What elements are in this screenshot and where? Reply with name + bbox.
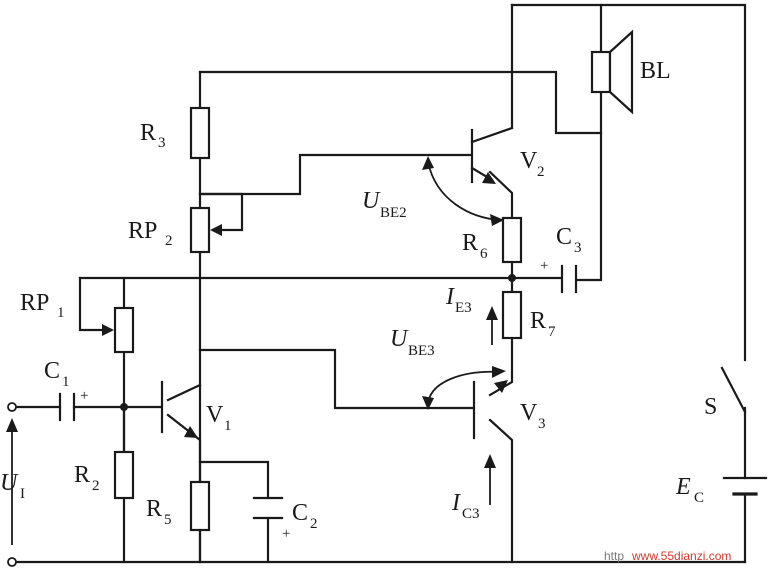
ie3-arrow <box>486 306 498 345</box>
wire-rp1-wiper <box>78 276 108 332</box>
label-r3: R <box>140 120 156 146</box>
label-v2: V <box>520 148 538 174</box>
label-r6-sub: 6 <box>480 246 488 262</box>
label-v2-sub: 2 <box>537 164 545 180</box>
label-ie3-sub: E3 <box>455 300 472 316</box>
label-v3-sub: 3 <box>538 416 546 432</box>
label-ube2: U <box>362 188 381 214</box>
ui-arrow <box>6 418 18 545</box>
label-c2-sub: 2 <box>310 516 318 532</box>
label-v3: V <box>520 400 538 426</box>
wire-v2-emitter <box>488 170 514 220</box>
transistor-v3 <box>472 380 508 440</box>
wires <box>12 3 747 564</box>
capacitor-c3 <box>560 264 578 294</box>
label-v1-sub: 1 <box>224 418 232 434</box>
label-c1-sub: 1 <box>62 374 70 390</box>
wire-c2-top <box>198 460 270 500</box>
label-c3-plus: + <box>540 258 548 274</box>
wire-speaker-bottom <box>576 90 603 282</box>
v1-emitter-arrow <box>184 426 198 438</box>
label-r3-sub: 3 <box>158 135 166 151</box>
switch-s <box>720 366 747 414</box>
label-r2: R <box>74 462 90 488</box>
label-rp2-sub: 2 <box>165 233 173 249</box>
potentiometer-rp2 <box>189 206 222 254</box>
speaker-cone <box>608 29 634 115</box>
label-rp1: RP <box>20 290 49 316</box>
wire-supply-top <box>510 3 747 362</box>
watermark-prefix: http <box>604 549 624 563</box>
wire-v3-emitter <box>488 336 514 397</box>
label-bl: BL <box>640 58 671 84</box>
label-ube3: U <box>390 326 409 352</box>
v3-emitter-arrow <box>494 380 508 393</box>
label-c3-sub: 3 <box>574 240 582 256</box>
label-r5-sub: 5 <box>164 512 172 528</box>
label-s: S <box>704 394 717 420</box>
label-ube2-sub: BE2 <box>380 205 407 221</box>
label-ic3-sub: C3 <box>462 506 480 522</box>
label-c3: C <box>556 224 572 250</box>
label-ec-sub: C <box>694 490 704 506</box>
transistor-v1 <box>160 380 198 438</box>
rp1-wiper-arrow <box>102 324 114 336</box>
label-c2: C <box>292 500 308 526</box>
label-c1: C <box>44 358 60 384</box>
resistor-r3 <box>189 106 211 160</box>
label-ube3-sub: BE3 <box>408 343 435 359</box>
junction-v1-base <box>120 403 128 411</box>
wire-v1-collector-leg <box>166 383 202 402</box>
speaker-coil <box>590 50 612 94</box>
wire-r3-rail <box>198 70 603 135</box>
resistor-r7 <box>501 290 523 340</box>
label-c2-plus: + <box>282 526 290 542</box>
label-r6: R <box>462 230 478 256</box>
label-r7-sub: 7 <box>548 324 556 340</box>
label-rp2: RP <box>128 218 157 244</box>
v2-emitter-arrow <box>482 172 496 184</box>
label-ui: U <box>0 470 19 496</box>
label-r5: R <box>146 496 162 522</box>
label-c1-plus: + <box>80 388 88 404</box>
label-ec: E <box>675 474 691 500</box>
battery-ec <box>722 476 768 496</box>
label-rp1-sub: 1 <box>57 305 65 321</box>
input-terminal-top <box>7 402 17 412</box>
ube2-arrow <box>422 156 504 226</box>
label-r7: R <box>530 308 546 334</box>
rp2-wiper-arrow <box>210 224 222 236</box>
junction-r6-r7 <box>508 274 516 282</box>
potentiometer-rp1 <box>102 306 135 354</box>
label-ic3: I <box>451 490 461 516</box>
wire-v1-emitter <box>166 413 202 484</box>
watermark: www.55dianzi.com <box>631 549 731 563</box>
input-terminal-bottom <box>7 557 17 567</box>
speaker-bl <box>590 29 634 115</box>
capacitor-c2 <box>252 496 284 520</box>
label-v1: V <box>206 402 224 428</box>
resistor-r5 <box>189 480 211 532</box>
label-ie3: I <box>445 284 455 310</box>
wire-v1-collector <box>198 348 474 410</box>
label-ui-sub: I <box>20 486 25 502</box>
wire-v3-collector <box>488 418 514 564</box>
wire-v2-base <box>198 153 472 196</box>
capacitor-c1 <box>58 392 76 422</box>
label-r2-sub: 2 <box>92 478 100 494</box>
ube3-arrow <box>422 366 506 410</box>
transistor-v2 <box>470 126 514 184</box>
ic3-arrow <box>484 454 496 505</box>
resistor-r6 <box>501 216 523 264</box>
resistor-r2 <box>113 450 135 500</box>
